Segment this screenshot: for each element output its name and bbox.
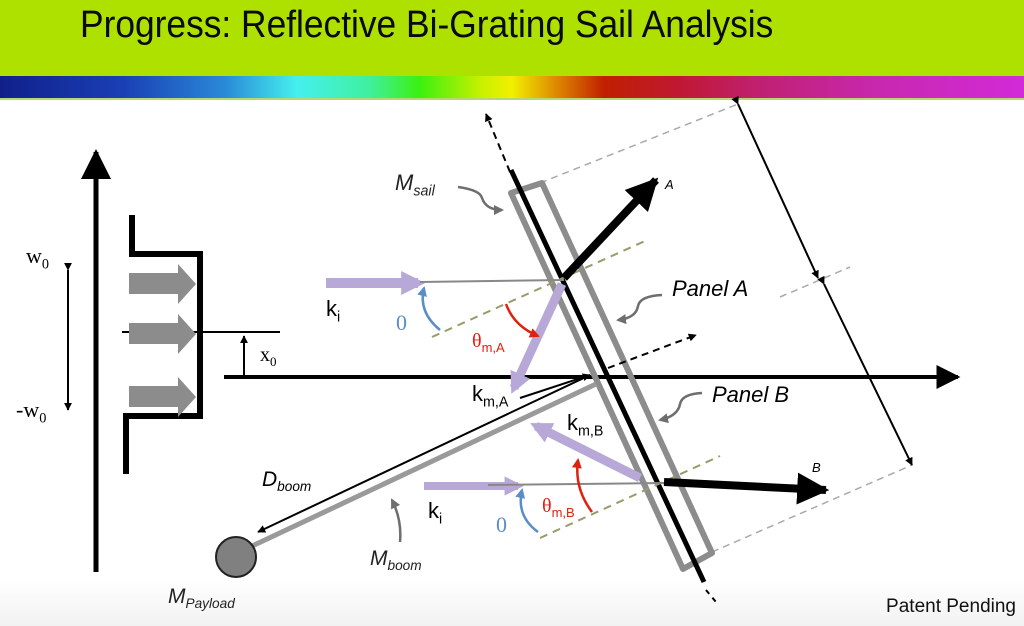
theta-m-a-label: θm,A [472, 330, 505, 355]
panel-a-label: Panel A [672, 276, 749, 301]
force-arrow-b [663, 472, 830, 505]
sail-centerline [508, 168, 707, 584]
boom [246, 333, 697, 551]
km-a-label: km,A [472, 381, 509, 411]
normal-a-dashed [431, 240, 646, 338]
beam-profile-bracket [122, 215, 280, 474]
d-boom-label: Dboom [262, 468, 312, 495]
theta-m-a-arc [504, 303, 540, 338]
spectrum-bar [0, 76, 1024, 100]
incident-beam-b [424, 476, 665, 496]
m-boom-label: Mboom [370, 547, 422, 574]
x0-label: x0 [260, 344, 277, 369]
payload-mass [215, 536, 257, 578]
sail-frame [508, 180, 715, 572]
force-arrow-a [561, 177, 659, 281]
w0-label: w0 [26, 243, 50, 273]
theta-top-label: 0 [396, 310, 407, 335]
m-boom-callout [390, 498, 402, 543]
theta-arc-a [417, 286, 441, 331]
diffracted-beam-b [530, 421, 643, 483]
incident-beam-a [326, 270, 565, 296]
theta-bottom-label: 0 [496, 512, 507, 537]
m-sail-label: Msail [395, 170, 435, 200]
panel-b-label: Panel B [712, 382, 790, 407]
sail-axis-dashed-bottom [705, 589, 717, 603]
force-a-label: A [665, 177, 674, 192]
panel-a-callout [616, 293, 663, 325]
theta-m-b-arc [571, 458, 594, 513]
sail-axis-dashed [485, 113, 511, 173]
gray-beam-arrows [129, 264, 196, 417]
km-b-label: km,B [567, 410, 604, 440]
sail-width-dimensions [539, 95, 913, 553]
force-b-label: B [812, 460, 821, 475]
footer-band [0, 580, 1024, 626]
patent-pending-note: Patent Pending [886, 596, 1016, 617]
title-bar: Progress: Reflective Bi-Grating Sail Ana… [0, 0, 1024, 76]
panel-b-callout [658, 391, 703, 424]
theta-m-b-label: θm,B [542, 495, 575, 520]
ki-top-label: ki [326, 296, 341, 326]
normal-b-dashed [539, 455, 721, 539]
slide-title: Progress: Reflective Bi-Grating Sail Ana… [80, 4, 774, 46]
m-payload-label: MPayload [168, 585, 235, 612]
m-sail-callout [457, 185, 504, 215]
neg-w0-label: -w0 [16, 397, 47, 427]
theta-arc-b [515, 488, 539, 534]
ki-bottom-label: ki [428, 498, 443, 528]
